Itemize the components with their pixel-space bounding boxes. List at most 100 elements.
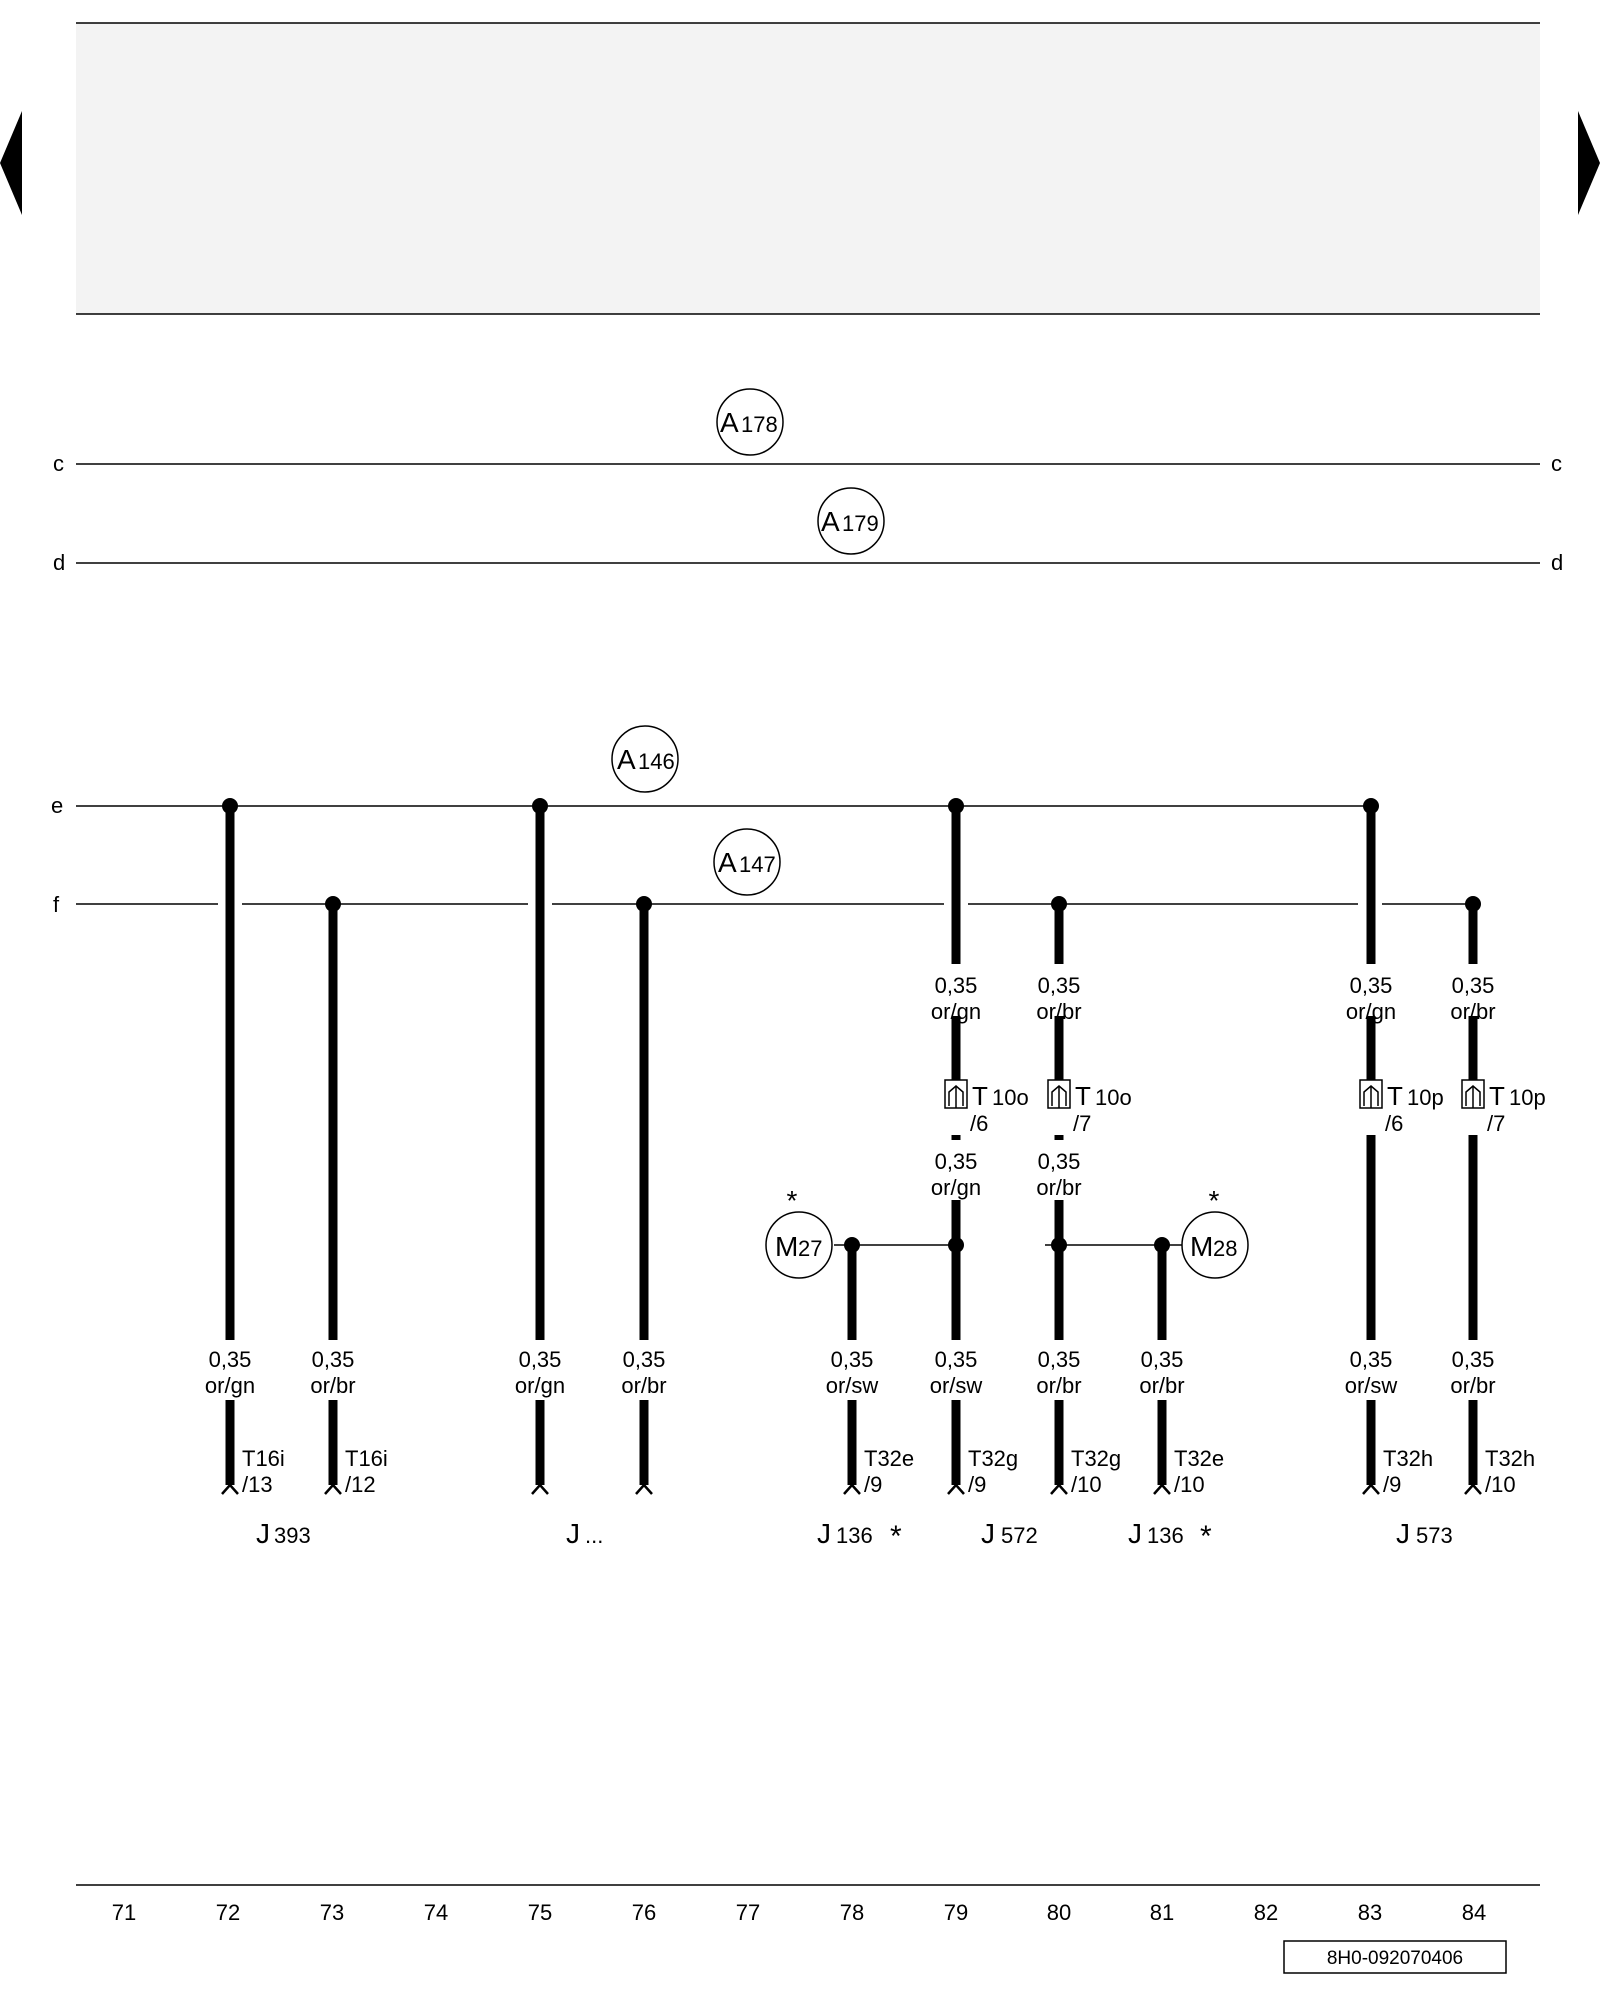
pin-81-number: /10 [1174,1472,1205,1497]
node-a147: A 147 [713,828,781,896]
pin-78-number: /9 [864,1472,882,1497]
splice-m28: * M 28 [1181,1185,1249,1279]
pin-73-name: T16i [345,1446,388,1471]
connector-icon [1047,1079,1071,1109]
splice-m28-asterisk: * [1209,1185,1220,1216]
pin-78-name: T32e [864,1446,914,1471]
mid-80-gauge: 0,35 [1038,1149,1081,1174]
upper-84-color: or/br [1450,999,1495,1024]
wire-73-gauge: 0,35 [312,1347,355,1372]
component-j136-b: J 136 * [1128,1518,1212,1553]
document-code: 8H0-092070406 [1327,1948,1463,1969]
wire-76-color: or/br [621,1373,666,1398]
grid-number: 84 [1462,1900,1486,1925]
component-j393-number: 393 [274,1523,311,1548]
mid-79-gauge: 0,35 [935,1149,978,1174]
connector-icon [1461,1079,1485,1109]
bus-label-d-right: d [1551,550,1563,575]
bus-line-f: f A 147 [53,828,1474,917]
connector-t10p-7-pin: /7 [1487,1111,1505,1136]
upper-80-gauge: 0,35 [1038,973,1081,998]
component-j393-letter: J [256,1518,270,1549]
grid-number: 77 [736,1900,760,1925]
connector-t10p-7-letter: T [1489,1081,1505,1111]
pin-80-name: T32g [1071,1446,1121,1471]
connector-t10o-6: T 10o /6 [944,1079,1029,1136]
mid-79-color: or/gn [931,1175,981,1200]
component-j136-a-number: 136 [836,1523,873,1548]
connector-t10o-7-name: 10o [1095,1085,1132,1110]
wire-78-color: or/sw [826,1373,879,1398]
component-j572-number: 572 [1001,1523,1038,1548]
connector-t10p-7: T 10p /7 [1461,1079,1546,1136]
component-j572: J 572 [981,1518,1038,1549]
wire-84-gauge: 0,35 [1452,1347,1495,1372]
node-a146: A 146 [611,725,679,793]
connector-t10p-6: T 10p /6 [1359,1079,1444,1136]
connector-t10p-6-letter: T [1387,1081,1403,1111]
junction-dots [222,798,1481,1253]
connector-t10o-7-letter: T [1075,1081,1091,1111]
upper-83-color: or/gn [1346,999,1396,1024]
grid-number: 78 [840,1900,864,1925]
wire-81-gauge: 0,35 [1141,1347,1184,1372]
splice-m27: * M 27 [765,1185,833,1279]
wire-78-gauge: 0,35 [831,1347,874,1372]
pin-79-name: T32g [968,1446,1018,1471]
grid-number: 75 [528,1900,552,1925]
component-j572-letter: J [981,1518,995,1549]
node-a178-number: 178 [741,412,778,437]
connector-t10p-6-name: 10p [1407,1085,1444,1110]
prev-page-arrow[interactable] [0,111,22,215]
wire-76-gauge: 0,35 [623,1347,666,1372]
mid-80-color: or/br [1036,1175,1081,1200]
pin-72-number: /13 [242,1472,273,1497]
pin-84-number: /10 [1485,1472,1516,1497]
pin-83-number: /9 [1383,1472,1401,1497]
splice-m27-number: 27 [798,1236,822,1261]
document-code-box: 8H0-092070406 [1283,1940,1507,1974]
pin-80-number: /10 [1071,1472,1102,1497]
bus-line-d: d d A 179 [53,487,1563,575]
wire-79-gauge: 0,35 [935,1347,978,1372]
pin-83-name: T32h [1383,1446,1433,1471]
bus-label-e-left: e [51,793,63,818]
pin-designations: T16i /13 T16i /12 T32e /9 T32g /9 T32g /… [242,1446,1535,1497]
grid-number: 73 [320,1900,344,1925]
connector-t10p-6-pin: /6 [1385,1111,1403,1136]
wire-72-gauge: 0,35 [209,1347,252,1372]
node-a178: A 178 [716,388,784,456]
bus-line-c: c c A 178 [53,388,1562,476]
connectors: T 10o /6 T 10o /7 T 10p /6 [944,1079,1546,1136]
component-j136-a-letter: J [817,1518,831,1549]
wire-83-color: or/sw [1345,1373,1398,1398]
node-a179: A 179 [817,487,885,555]
grid-number: 76 [632,1900,656,1925]
wire-80-color: or/br [1036,1373,1081,1398]
upper-83-gauge: 0,35 [1350,973,1393,998]
splice-m27-letter: M [775,1231,798,1262]
pin-ends [221,1483,1482,1495]
grid-number: 81 [1150,1900,1174,1925]
connector-t10p-7-name: 10p [1509,1085,1546,1110]
grid-number: 82 [1254,1900,1278,1925]
connector-t10o-6-letter: T [972,1081,988,1111]
splice-m28-number: 28 [1213,1236,1237,1261]
bus-label-c-right: c [1551,451,1562,476]
grid-numbers: 71 72 73 74 75 76 77 78 79 80 81 82 83 8… [112,1900,1486,1925]
upper-80-color: or/br [1036,999,1081,1024]
node-a147-letter: A [718,847,737,878]
grid-number: 79 [944,1900,968,1925]
wire-75-color: or/gn [515,1373,565,1398]
splice-m27-asterisk: * [787,1185,798,1216]
component-j136-b-asterisk: * [1200,1520,1212,1553]
next-page-arrow[interactable] [1578,111,1600,215]
lower-wire-labels: 0,35 or/gn 0,35 or/br 0,35 or/gn 0,35 or… [205,1347,1496,1398]
bus-label-f-left: f [53,892,60,917]
wire-79-color: or/sw [930,1373,983,1398]
connector-t10o-6-name: 10o [992,1085,1029,1110]
wire-72-color: or/gn [205,1373,255,1398]
component-j136-a: J 136 * [817,1518,902,1553]
splice-m28-letter: M [1190,1231,1213,1262]
grid-number: 71 [112,1900,136,1925]
